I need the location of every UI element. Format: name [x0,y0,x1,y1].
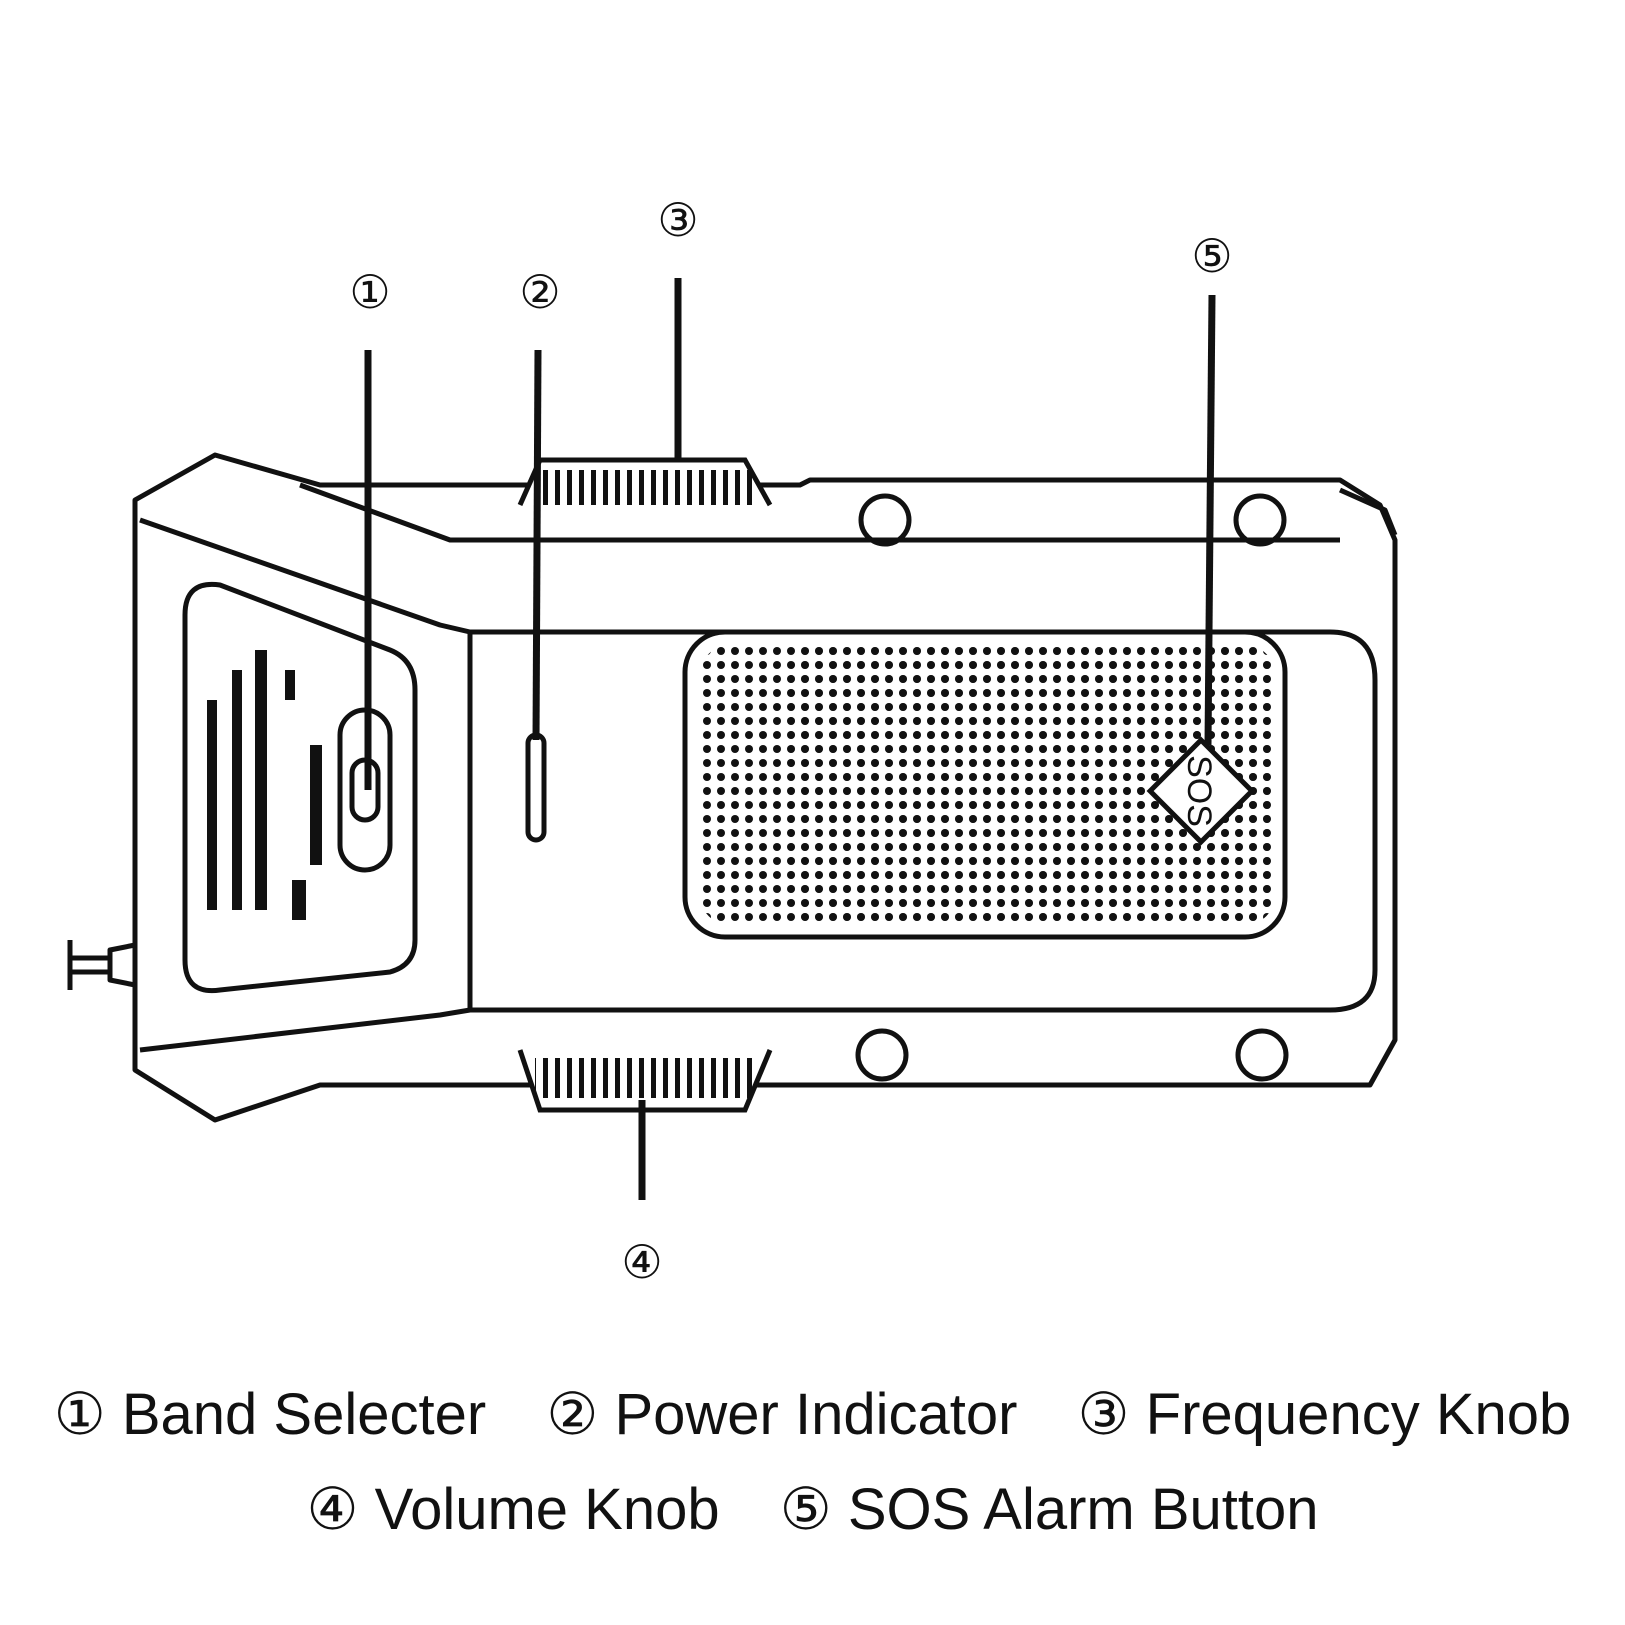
legend-label: Volume Knob [374,1477,720,1542]
dial-scale-marks [207,650,322,920]
legend-label: Frequency Knob [1145,1382,1572,1447]
callout-4: ④ [621,1236,662,1288]
frequency-knob[interactable] [517,457,773,507]
legend-marker: ④ [306,1477,359,1542]
legend-row-1: ① Band Selecter ② Power Indicator ③ Freq… [0,1380,1625,1448]
speaker-grille-outline [682,629,1288,940]
legend-marker: ② [546,1382,599,1447]
antenna-jack [67,940,136,990]
leader-line-5 [1204,294,1216,746]
screw-hole [855,1028,909,1082]
legend-item-power-indicator: ② Power Indicator [546,1382,1017,1447]
screw-hole [858,493,912,547]
sos-alarm-button[interactable]: SOS [1146,736,1256,846]
callout-2: ② [519,266,560,318]
legend-label: SOS Alarm Button [847,1477,1319,1542]
legend-item-frequency-knob: ③ Frequency Knob [1078,1382,1572,1447]
legend-marker: ⑤ [779,1477,832,1542]
legend-label: Band Selecter [121,1382,487,1447]
leader-line-2 [532,349,542,741]
legend-item-band-selector: ① Band Selecter [54,1382,486,1447]
legend-item-sos-alarm-button: ⑤ SOS Alarm Button [780,1477,1319,1542]
legend-label: Power Indicator [614,1382,1018,1447]
faceplate-outline [139,517,1378,1053]
shoulder-line [299,482,1340,543]
legend-item-volume-knob: ④ Volume Knob [306,1477,719,1542]
sos-label: SOS [1180,755,1218,827]
speaker-grille-dense [790,645,1270,925]
callout-5: ⑤ [1191,230,1232,282]
legend-marker: ③ [1077,1382,1130,1447]
dial-panel [182,581,418,994]
screw-hole [1233,493,1287,547]
strap-loop [1338,487,1398,536]
screw-hole [1235,1028,1289,1082]
power-indicator [525,732,547,843]
legend-row-2: ④ Volume Knob ⑤ SOS Alarm Button [0,1475,1625,1543]
callout-3: ③ [657,194,698,246]
volume-knob[interactable] [517,1049,773,1113]
legend-marker: ① [53,1382,106,1447]
callout-1: ① [349,266,390,318]
